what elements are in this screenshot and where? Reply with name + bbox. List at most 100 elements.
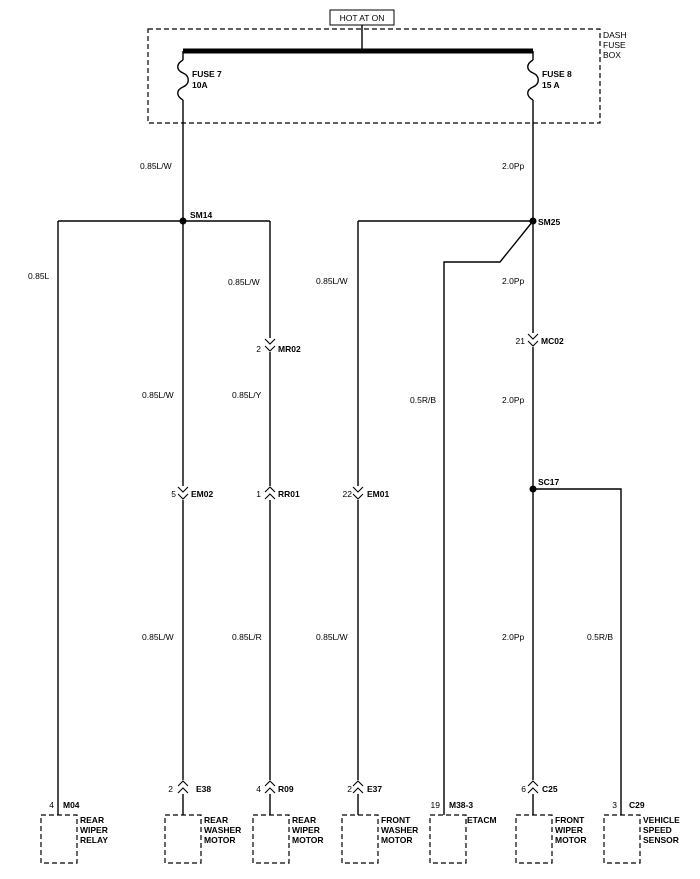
wire-label-sm25-mc02: 2.0Pp [502,276,524,286]
wire-label-em02-e38: 0.85L/W [142,632,174,642]
wire-label-fuse7-out: 0.85L/W [140,161,172,171]
component-box [429,814,467,864]
component-label-line3: MOTOR [555,835,586,845]
component-label-line1: REAR [204,815,228,825]
fuse-8-rating: 15 A [542,80,560,90]
component-label-line3: SENSOR [643,835,679,845]
component-box [603,814,641,864]
connector-mc02: 21 MC02 [516,333,564,347]
connector-em01-pin: 22 [343,489,353,499]
component-label-line1: FRONT [555,815,585,825]
component-front-wiper-motor: 6 C25 FRONT WIPER MOTOR [515,784,586,864]
wire-label-sm14-mr02: 0.85L/W [228,277,260,287]
component-label-line2: WIPER [292,825,320,835]
component-label-line3: MOTOR [204,835,235,845]
connector-em01: 22 EM01 [343,486,389,500]
component-box [515,814,553,864]
component-box [40,814,78,864]
splice-sm25-label: SM25 [538,217,560,227]
component-front-washer-motor: 2 E37 FRONT WASHER MOTOR [341,784,418,864]
component-label-line1: FRONT [381,815,411,825]
component-connector: M04 [63,800,80,810]
dash-fuse-box: HOT AT ON DASH FUSE BOX FUSE 7 10A FUSE … [147,9,627,124]
component-label-line1: ETACM [467,815,497,825]
splice-sm14 [179,217,187,225]
component-connector: R09 [278,784,294,794]
connector-em02-pin: 5 [171,489,176,499]
component-pin: 19 [431,800,441,810]
wire-labels: 0.85L/W 2.0Pp 0.85L 0.85L/W 0.85L/W 0.85… [28,161,613,642]
component-connector: E38 [196,784,211,794]
component-box [164,814,202,864]
wire-label-etacm: 0.5R/B [410,395,436,405]
connector-mr02: 2 MR02 [256,338,301,354]
wire-label-sm14-em02: 0.85L/W [142,390,174,400]
component-connector: C25 [542,784,558,794]
fuse-box-outline [147,28,601,124]
wire-label-rear-relay: 0.85L [28,271,50,281]
fuse-box-label-line2: FUSE [603,40,626,50]
component-label-line1: REAR [80,815,104,825]
component-label-line3: RELAY [80,835,108,845]
component-rear-wiper-relay: 4 M04 REAR WIPER RELAY [40,800,108,864]
component-label-line2: WIPER [80,825,108,835]
splice-sm25 [529,217,537,225]
component-pin: 4 [256,784,261,794]
component-label-line1: REAR [292,815,316,825]
component-box [341,814,379,864]
connector-rr01-pin: 1 [256,489,261,499]
component-pin: 2 [168,784,173,794]
wire-label-mr02-rr01: 0.85L/Y [232,390,262,400]
connector-em02: 5 EM02 [171,486,213,500]
component-label-line1: VEHICLE [643,815,680,825]
connector-mr02-pin: 2 [256,344,261,354]
splice-sm14-label: SM14 [190,210,212,220]
fuse-7: FUSE 7 10A [177,51,222,110]
component-label-line3: MOTOR [292,835,323,845]
component-rear-washer-motor: 2 E38 REAR WASHER MOTOR [164,784,241,864]
wire-label-fuse8-out: 2.0Pp [502,161,524,171]
component-connector: C29 [629,800,645,810]
component-vehicle-speed-sensor: 3 C29 VEHICLE SPEED SENSOR [603,800,680,864]
component-label-line3: MOTOR [381,835,412,845]
connector-rr01-name: RR01 [278,489,300,499]
connector-em02-name: EM02 [191,489,213,499]
splice-sc17 [529,485,537,493]
component-etacm: 19 M38-3 ETACM [429,800,497,864]
component-box [252,814,290,864]
wire-label-sm25-em01: 0.85L/W [316,276,348,286]
connector-mc02-name: MC02 [541,336,564,346]
connector-em01-name: EM01 [367,489,389,499]
component-pin: 6 [521,784,526,794]
fuse-7-rating: 10A [192,80,208,90]
splice-sc17-label: SC17 [538,477,560,487]
component-connector-marks [177,780,539,794]
fuse-8-name: FUSE 8 [542,69,572,79]
fuse-box-label-line1: DASH [603,30,627,40]
connector-mr02-name: MR02 [278,344,301,354]
wire-label-em01-e37: 0.85L/W [316,632,348,642]
components: 4 M04 REAR WIPER RELAY 2 E38 REAR WASHER… [40,784,680,864]
fuse-8: FUSE 8 15 A [527,51,572,110]
wires [57,110,622,815]
fuse-7-name: FUSE 7 [192,69,222,79]
wire-label-rr01-r09: 0.85L/R [232,632,262,642]
component-pin: 2 [347,784,352,794]
component-pin: 3 [612,800,617,810]
wire-label-sc17-c25: 2.0Pp [502,632,524,642]
component-label-line2: WIPER [555,825,583,835]
wire-label-mc02-sc17: 2.0Pp [502,395,524,405]
component-label-line2: WASHER [204,825,241,835]
component-connector: E37 [367,784,382,794]
component-pin: 4 [49,800,54,810]
component-label-line2: SPEED [643,825,672,835]
component-rear-wiper-motor: 4 R09 REAR WIPER MOTOR [252,784,323,864]
fuse-box-label-line3: BOX [603,50,621,60]
component-connector: M38-3 [449,800,473,810]
connector-mc02-pin: 21 [516,336,526,346]
splices: SM14 SM25 SC17 [179,210,560,493]
wire-label-sc17-c29: 0.5R/B [587,632,613,642]
inline-connectors: 2 MR02 21 MC02 5 EM02 1 RR01 22 [171,333,564,500]
connector-rr01: 1 RR01 [256,486,300,500]
